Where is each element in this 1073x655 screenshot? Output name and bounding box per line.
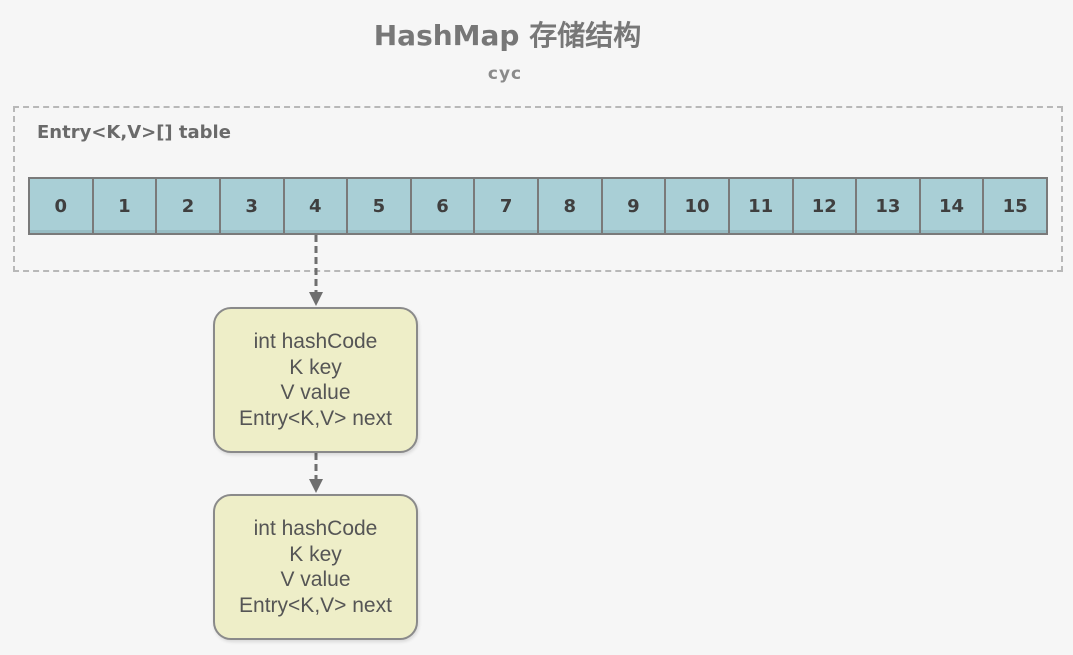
table-cell: 5 <box>348 179 412 233</box>
entry-hash-field: int hashCode <box>253 517 378 540</box>
table-cell: 9 <box>603 179 667 233</box>
diagram-title: HashMap 存储结构 <box>373 19 642 52</box>
table-cell: 4 <box>285 179 349 233</box>
entry-node: int hashCode K key V value Entry<K,V> ne… <box>213 307 418 453</box>
table-cell: 15 <box>984 179 1046 233</box>
table-cell: 14 <box>921 179 985 233</box>
entry-next-field: Entry<K,V> next <box>239 593 392 617</box>
entry-node: int hashCode K key V value Entry<K,V> ne… <box>213 494 418 640</box>
table-cell: 11 <box>730 179 794 233</box>
diagram-author: cyc <box>487 64 523 84</box>
entry-value-field: V value <box>280 381 351 404</box>
entry-next-field: Entry<K,V> next <box>239 406 392 430</box>
entry-key-field: K key <box>289 355 342 379</box>
table-cell: 13 <box>857 179 921 233</box>
hash-table-array: 0 1 2 3 4 5 6 7 8 9 10 11 12 13 14 15 <box>28 177 1048 235</box>
table-container <box>13 106 1063 272</box>
table-cell: 2 <box>157 179 221 233</box>
arrow-entry-to-entry <box>309 453 323 493</box>
table-cell: 6 <box>412 179 476 233</box>
table-cell: 3 <box>221 179 285 233</box>
table-cell: 0 <box>30 179 94 233</box>
entry-hash-field: int hashCode <box>253 330 378 353</box>
table-cell: 1 <box>94 179 158 233</box>
table-cell: 7 <box>475 179 539 233</box>
arrow-cell-to-entry <box>309 235 323 306</box>
entry-key-field: K key <box>289 542 342 566</box>
table-container-label: Entry<K,V>[] table <box>37 122 231 143</box>
table-cell: 10 <box>666 179 730 233</box>
entry-value-field: V value <box>280 568 351 591</box>
table-cell: 8 <box>539 179 603 233</box>
table-cell: 12 <box>794 179 858 233</box>
